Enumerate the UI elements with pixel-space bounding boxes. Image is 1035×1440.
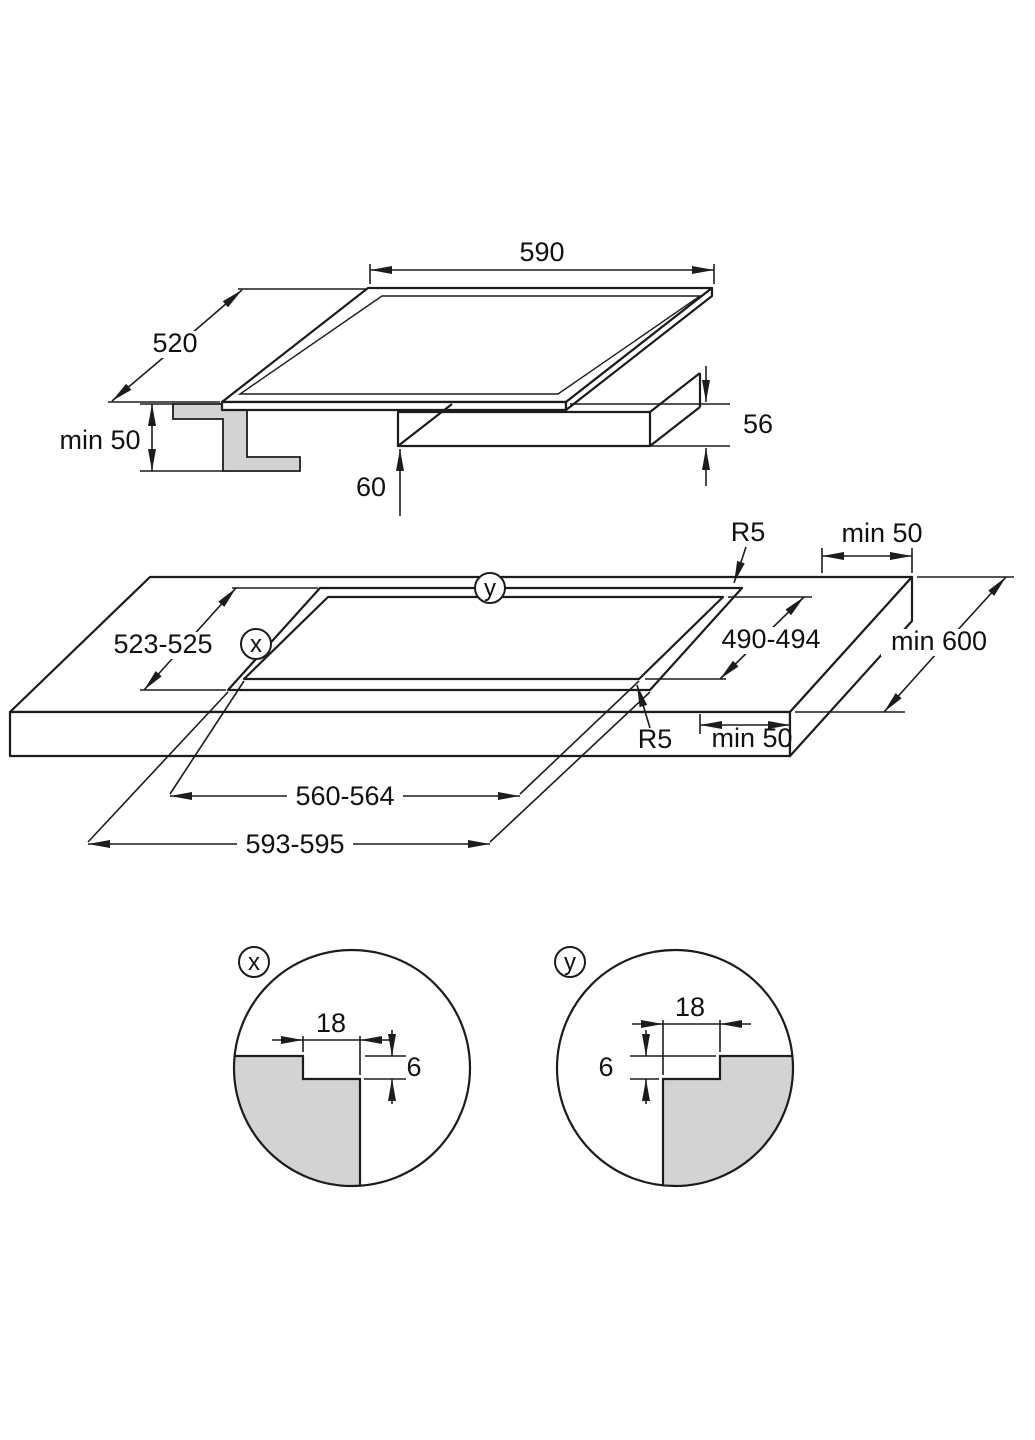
label-cutout-depth: 490-494 <box>721 624 820 654</box>
dim-corner-radius-back: R5 <box>731 517 766 584</box>
dim-hob-depth: 520 <box>108 288 366 403</box>
label-hob-edge-height: 56 <box>743 409 773 439</box>
label-detail-y-ledge-width: 18 <box>675 992 705 1022</box>
dim-hob-width: 590 <box>369 237 715 284</box>
marker-y: y <box>474 572 506 604</box>
dim-clearance-back: min 50 <box>821 518 923 573</box>
dim-detail-x-step-depth: 6 <box>364 1030 422 1104</box>
label-detail-y-step-depth: 6 <box>598 1052 613 1082</box>
label-detail-y-marker: y <box>564 949 576 976</box>
label-detail-x-step-depth: 6 <box>406 1052 421 1082</box>
hob-glass-right-face <box>564 286 714 412</box>
label-rebate-depth: 523-525 <box>113 629 212 659</box>
dim-cutout-depth: 490-494 <box>645 596 829 680</box>
label-cutout-width: 560-564 <box>295 781 394 811</box>
label-marker-y: y <box>484 575 496 602</box>
dim-hob-left-clearance: min 50 <box>59 403 225 472</box>
detail-y-marker: y <box>554 946 586 978</box>
hob-glass-front-face <box>220 400 568 412</box>
label-corner-radius-back: R5 <box>731 517 766 547</box>
detail-x-circle <box>232 948 472 1188</box>
dim-detail-y-ledge-width: 18 <box>632 992 751 1075</box>
dim-corner-radius-front: R5 <box>636 684 673 754</box>
dim-hob-body-height: 60 <box>356 449 404 516</box>
label-hob-depth: 520 <box>152 328 197 358</box>
detail-y-circle <box>555 948 795 1188</box>
detail-x-worktop-section <box>234 1056 360 1187</box>
detail-x-marker: x <box>238 946 270 978</box>
worktop-front-face <box>8 710 792 758</box>
hob-installation-view: 590 520 min 50 56 60 <box>59 237 773 516</box>
detail-y-worktop-section <box>663 1056 793 1186</box>
dim-cutout-width: 560-564 <box>169 680 640 811</box>
label-marker-x: x <box>250 631 262 658</box>
label-hob-left-clearance: min 50 <box>59 425 140 455</box>
label-clearance-front: min 50 <box>711 723 792 753</box>
cutout-opening-outline <box>242 595 725 681</box>
label-worktop-min-depth: min 600 <box>891 626 987 656</box>
label-detail-x-marker: x <box>248 949 260 976</box>
label-clearance-back: min 50 <box>841 518 922 548</box>
worktop-section-bracket <box>172 403 301 472</box>
hob-glass-border <box>237 295 703 395</box>
detail-y-view: 18 6 y <box>554 946 795 1188</box>
dim-worktop-min-depth: min 600 <box>795 576 1014 713</box>
label-hob-body-height: 60 <box>356 472 386 502</box>
label-rebate-width: 593-595 <box>245 829 344 859</box>
dim-clearance-front: min 50 <box>699 714 793 753</box>
label-corner-radius-front: R5 <box>638 724 673 754</box>
worktop-cutout-view: R5 min 50 523-525 490-494 <box>8 517 1014 859</box>
label-hob-width: 590 <box>519 237 564 267</box>
marker-x: x <box>240 628 272 660</box>
dim-detail-y-step-depth: 6 <box>598 1030 716 1104</box>
dim-detail-x-ledge-width: 18 <box>272 1008 391 1075</box>
detail-x-view: 18 6 x <box>232 946 472 1188</box>
dim-rebate-width: 593-595 <box>87 691 651 859</box>
dim-rebate-depth: 523-525 <box>105 587 318 691</box>
dim-hob-edge-height: 56 <box>702 366 773 486</box>
label-detail-x-ledge-width: 18 <box>316 1008 346 1038</box>
